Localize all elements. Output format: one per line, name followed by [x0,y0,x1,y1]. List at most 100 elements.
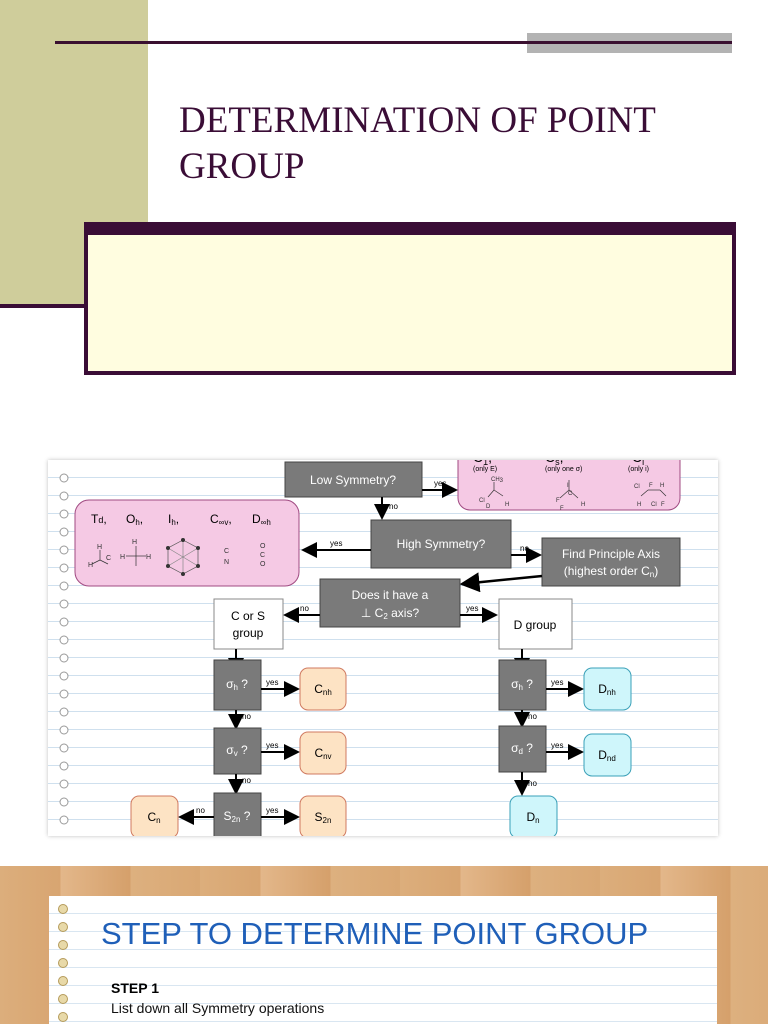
svg-text:Oh,: Oh, [126,512,143,527]
top-rule [55,41,727,44]
sigma-v-box [213,727,262,775]
svg-text:Cl: Cl [479,498,485,504]
result-dnh [583,667,632,711]
sigma-h-label-left: σh ? [226,677,248,692]
yes-label-cnh: yes [266,678,278,687]
yes-label-dnh: yes [551,678,563,687]
step1-text: List down all Symmetry operations [111,1000,325,1016]
perp-label-2: ⊥ C2 axis? [361,606,420,621]
svg-text:Cl: Cl [634,484,640,490]
no-label-sigma-h-left: no [242,712,251,721]
accent-divider [0,304,86,308]
no-label-s2n: no [196,806,205,815]
svg-text:CH3: CH3 [491,477,504,484]
svg-text:C: C [260,552,265,559]
binder-holes [59,473,69,825]
svg-text:N: N [224,559,229,566]
perp-label-1: Does it have a [352,588,429,602]
perpendicular-c2-box [319,578,461,628]
result-cn [130,795,179,836]
binder-hole [58,994,68,1004]
content-placeholder-box [84,222,736,375]
find-principle-axis-box [541,537,681,587]
sigma-h-box-left [213,659,262,711]
flowchart-notebook: C1, (only E) Cs, (only one σ) Ci (only i… [48,460,718,836]
title-line-1: DETERMINATION OF POINT [179,100,656,141]
sigma-d-box [498,725,547,773]
step1-label: STEP 1 [111,980,159,996]
svg-text:O: O [260,561,266,568]
binder-hole [58,1012,68,1022]
arrow-axis-to-perp [459,572,543,593]
svg-text:H: H [660,483,664,489]
svg-text:C: C [106,555,111,562]
no-label-sigma-v: no [242,776,251,785]
yes-label-low: yes [434,479,446,488]
yes-label-dnd: yes [551,741,563,750]
svg-text:C: C [568,491,573,497]
yes-label-s2n: yes [266,806,278,815]
svg-text:H: H [505,502,509,508]
svg-text:Cnv: Cnv [314,746,331,761]
result-cnv [299,731,347,775]
find-axis-label-2: (highest order Cn) [564,564,659,579]
sigma-v-label: σv ? [226,743,248,758]
yes-label-cnv: yes [266,741,278,750]
svg-text:Dnd: Dnd [598,748,616,763]
title-line-2: GROUP [179,146,305,187]
s2n-box [213,792,262,836]
svg-text:Cs,: Cs, [545,460,564,467]
svg-text:H: H [88,562,93,569]
result-s2n [299,795,347,836]
svg-text:F: F [661,502,665,508]
no-label-low: no [389,502,398,511]
sigma-h-label-right: σh ? [511,677,533,692]
grey-accent-bar [527,33,732,53]
svg-text:(only i): (only i) [628,466,649,473]
d-group-label: D group [514,618,557,632]
high-group-labels: Td, Oh, Ih, C∞v, D∞h [91,512,271,527]
svg-text:Cnh: Cnh [314,682,332,697]
svg-text:D: D [486,504,491,510]
svg-text:(only E): (only E) [473,466,497,473]
steps-heading: STEP TO DETERMINE POINT GROUP [101,916,649,951]
svg-text:C∞v,: C∞v, [210,512,232,527]
high-symmetry-label: High Symmetry? [397,537,486,551]
svg-text:C1,: C1, [473,460,492,467]
binder-hole [58,922,68,932]
low-symmetry-molecule-sketches [487,480,667,499]
yes-label-perp: yes [466,604,478,613]
result-cnh [299,667,347,711]
steps-notebook-page: STEP TO DETERMINE POINT GROUP STEP 1 Lis… [49,896,717,1024]
svg-text:F: F [556,498,560,504]
svg-text:(only one σ): (only one σ) [545,466,582,473]
svg-text:Cn: Cn [147,810,160,825]
no-label-sigma-d: no [528,779,537,788]
s2n-label: S2n ? [224,809,251,824]
no-label-sigma-h-right: no [528,712,537,721]
no-label-perp: no [300,604,309,613]
svg-text:S2n: S2n [315,810,332,825]
high-symmetry-box [370,519,512,569]
find-axis-label-1: Find Principle Axis [562,547,660,561]
high-symmetry-groups-box [74,499,300,587]
slide-title: DETERMINATION OF POINT GROUP [179,98,739,190]
svg-text:C: C [224,548,229,555]
svg-text:Ci: Ci [632,460,644,467]
binder-hole [58,976,68,986]
low-symmetry-box [284,461,423,498]
high-symmetry-atoms [166,538,200,576]
low-group-c1: C1, (only E) [473,460,497,473]
low-group-ci: Ci (only i) [628,460,649,473]
d-group-box [498,598,573,650]
svg-text:H: H [132,539,137,546]
svg-text:Ih,: Ih, [168,512,179,527]
svg-text:D∞h: D∞h [252,512,271,527]
svg-text:Dn: Dn [526,810,539,825]
binder-hole [58,904,68,914]
yes-label-high: yes [330,539,342,548]
low-group-cs: Cs, (only one σ) [545,460,582,473]
sigma-d-label: σd ? [511,741,533,756]
svg-text:Cl: Cl [651,502,657,508]
low-symmetry-molecule-labels: CH3 Cl D H I F C H F Cl F H H Cl F [479,477,665,512]
